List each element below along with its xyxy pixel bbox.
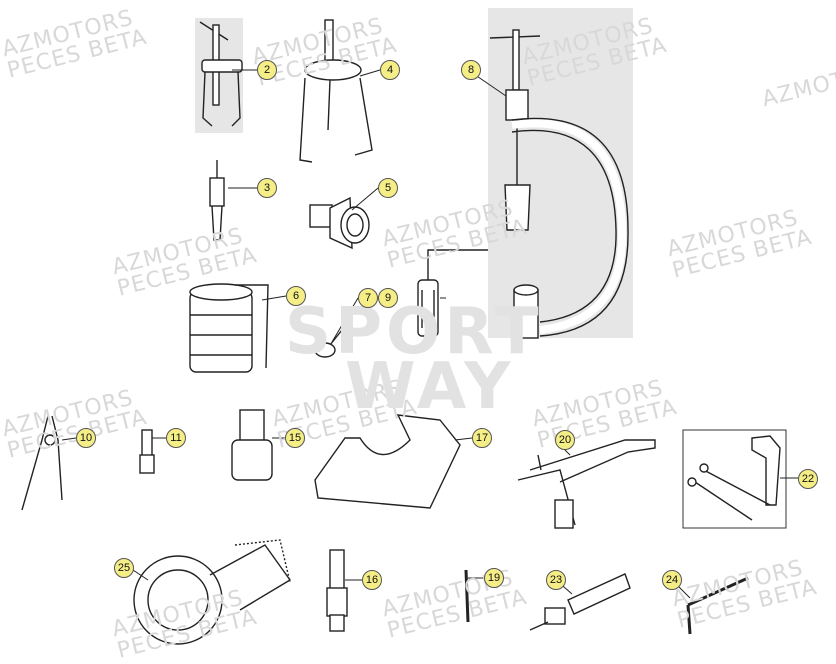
callout-7: 7 — [358, 288, 378, 308]
callout-22: 22 — [798, 469, 818, 489]
callout-11: 11 — [166, 428, 186, 448]
callout-6: 6 — [286, 286, 306, 306]
part-6-drawing — [189, 283, 269, 373]
callout-25: 25 — [114, 558, 134, 578]
callout-5: 5 — [378, 178, 398, 198]
callout-10: 10 — [76, 428, 96, 448]
part-9-drawing — [417, 249, 488, 337]
part-24-drawing — [686, 576, 749, 635]
callout-17: 17 — [472, 428, 492, 448]
callout-24: 24 — [662, 570, 682, 590]
callout-9: 9 — [378, 288, 398, 308]
part-23-drawing — [529, 573, 631, 631]
part-19-drawing — [464, 569, 470, 623]
part-15-drawing — [231, 409, 273, 481]
callout-3: 3 — [257, 178, 277, 198]
callout-2: 2 — [257, 60, 277, 80]
callout-23: 23 — [546, 570, 566, 590]
part-25-drawing — [133, 539, 292, 645]
part-20-drawing — [517, 439, 656, 529]
part-3-drawing — [209, 160, 225, 241]
callout-16: 16 — [362, 570, 382, 590]
part-2-puller-drawing — [199, 21, 243, 127]
callout-20: 20 — [555, 430, 575, 450]
callout-15: 15 — [285, 428, 305, 448]
part-22-drawing — [687, 435, 781, 521]
part-4-drawing — [299, 19, 373, 163]
part-10-drawing — [21, 415, 63, 511]
callout-8: 8 — [461, 60, 481, 80]
callout-4: 4 — [380, 60, 400, 80]
part-17-drawing — [314, 414, 461, 509]
part-16-drawing — [326, 549, 348, 632]
part-8-drawing — [489, 29, 629, 339]
callout-19: 19 — [484, 568, 504, 588]
part-5-drawing — [309, 196, 370, 250]
part-7-drawing — [314, 319, 351, 358]
part-11-drawing — [139, 429, 155, 474]
